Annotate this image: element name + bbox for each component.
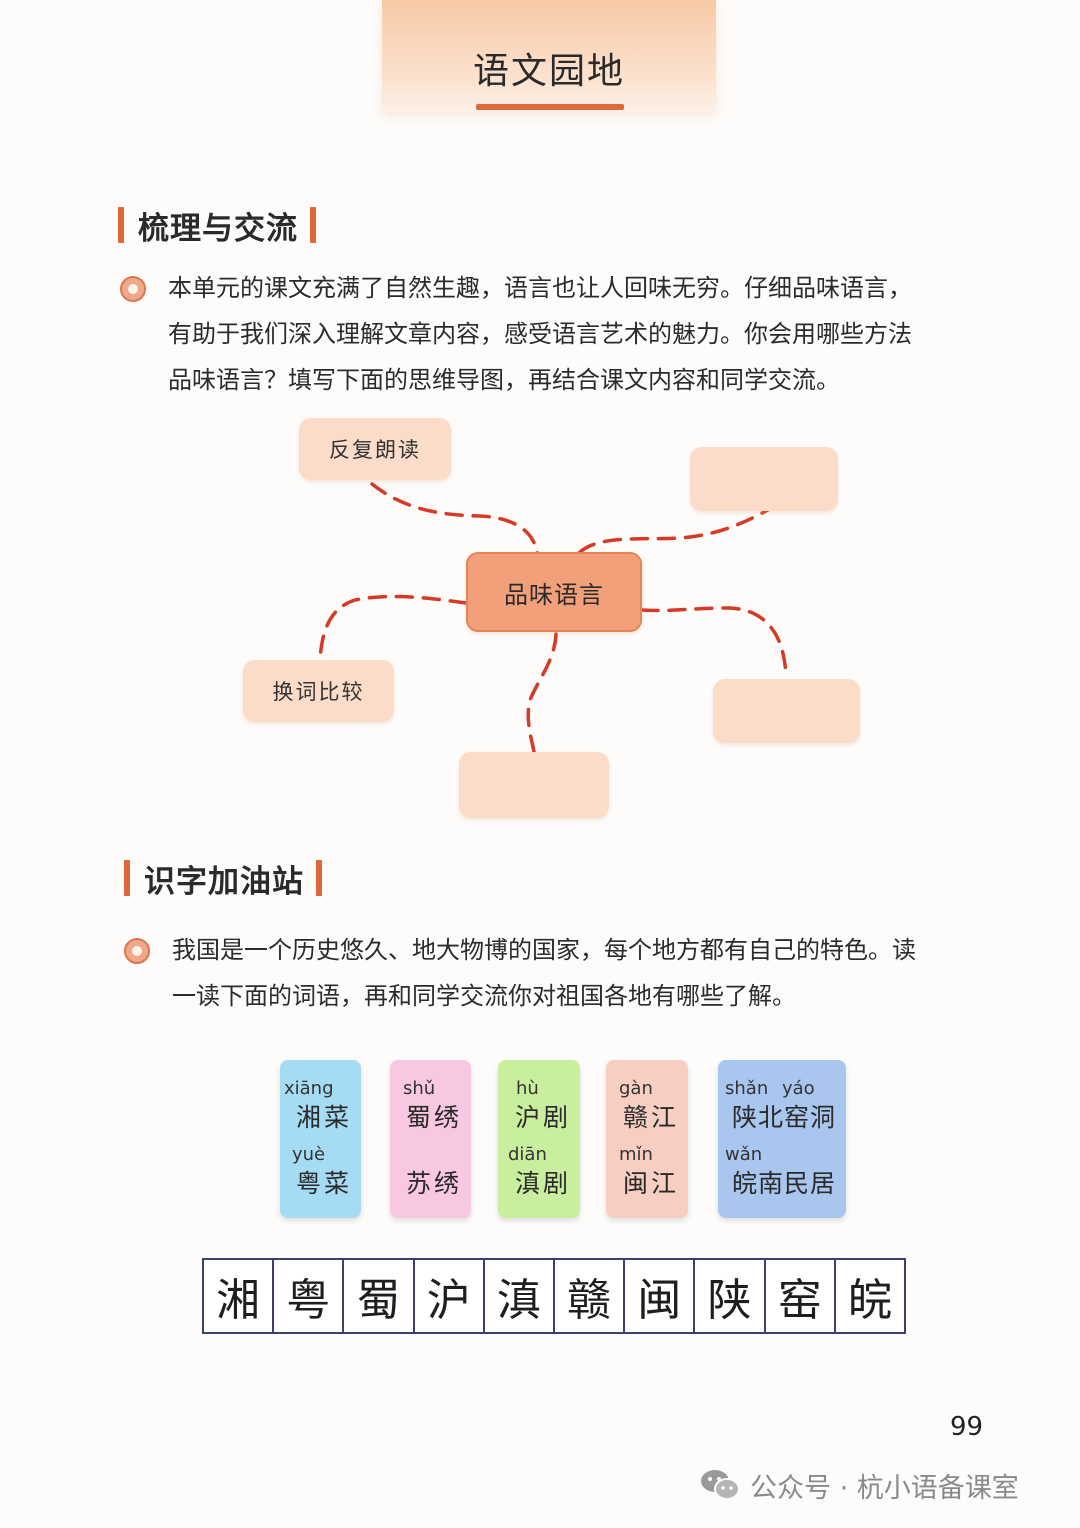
word: 蜀绣 xyxy=(406,1103,463,1132)
word: 沪剧 xyxy=(515,1103,572,1132)
word-card-xiang: xiāng 湘菜 yuè 粤菜 xyxy=(280,1060,361,1218)
title-underline xyxy=(476,104,624,110)
character-cell: 窑 xyxy=(766,1260,836,1332)
paragraph-line: 本单元的课文充满了自然生趣，语言也让人回味无穷。仔细品味语言， xyxy=(168,274,912,302)
word: 粤菜 xyxy=(296,1169,353,1198)
character-cell: 皖 xyxy=(847,1275,892,1326)
section-heading-text: 梳理与交流 xyxy=(138,210,298,247)
mindmap-node-reread: 反复朗读 xyxy=(299,418,451,480)
paragraph-line: 我国是一个历史悠久、地大物博的国家，每个地方都有自己的特色。读 xyxy=(172,936,916,964)
character-cell: 粤 xyxy=(274,1260,345,1332)
pinyin: wǎn xyxy=(725,1144,763,1165)
word-card-shan: shǎn yáo 陕北窑洞 wǎn 皖南民居 xyxy=(718,1060,846,1218)
page-title: 语文园地 xyxy=(472,51,625,92)
connector-top-left xyxy=(370,482,540,558)
mindmap-node-compare: 换词比较 xyxy=(243,660,394,722)
word: 湘菜 xyxy=(296,1103,353,1132)
section-heading-text: 识字加油站 xyxy=(144,863,304,900)
paragraph-line: 有助于我们深入理解文章内容，感受语言艺术的魅力。你会用哪些方法 xyxy=(168,320,912,348)
character-cell: 赣 xyxy=(555,1260,626,1332)
character-grid: 湘 粤 蜀 沪 滇 赣 闽 陕 窑 皖 xyxy=(202,1258,906,1334)
character-cell: 陕 xyxy=(695,1260,766,1332)
heading-bar-right xyxy=(310,207,316,243)
section-heading-literacy: 识字加油站 xyxy=(124,858,322,900)
heading-bar-left xyxy=(118,207,124,243)
word: 滇剧 xyxy=(515,1169,572,1198)
connector-bottom xyxy=(526,632,558,754)
section2-paragraph: 我国是一个历史悠久、地大物博的国家，每个地方都有自己的特色。读 一读下面的词语，… xyxy=(172,927,916,1019)
pinyin: diān xyxy=(508,1144,547,1165)
pinyin: xiāng xyxy=(284,1078,334,1099)
word: 陕北窑洞 xyxy=(732,1103,837,1132)
character-cell: 闽 xyxy=(625,1260,696,1332)
word-card-shu: shǔ 蜀绣 苏绣 xyxy=(390,1060,471,1218)
section1-paragraph: 本单元的课文充满了自然生趣，语言也让人回味无穷。仔细品味语言， 有助于我们深入理… xyxy=(168,265,912,403)
pinyin: shǔ xyxy=(403,1078,436,1099)
character-cell: 蜀 xyxy=(344,1260,415,1332)
character-cell: 湘 xyxy=(204,1260,275,1332)
pinyin: hù xyxy=(516,1078,539,1099)
pinyin: mǐn xyxy=(619,1144,653,1165)
bullet-icon xyxy=(124,938,150,964)
word: 闽江 xyxy=(623,1169,680,1198)
heading-bar-right xyxy=(316,860,322,896)
pinyin: yuè xyxy=(292,1144,326,1165)
pinyin: yáo xyxy=(782,1078,815,1099)
paragraph-line: 品味语言？填写下面的思维导图，再结合课文内容和同学交流。 xyxy=(168,366,840,394)
page-number: 99 xyxy=(950,1412,984,1442)
wechat-icon xyxy=(700,1468,740,1502)
paragraph-line: 一读下面的词语，再和同学交流你对祖国各地有哪些了解。 xyxy=(172,982,796,1010)
character-cell: 沪 xyxy=(415,1260,485,1332)
word: 苏绣 xyxy=(406,1169,463,1198)
connector-top-right xyxy=(578,508,770,554)
mindmap-node-blank xyxy=(713,679,860,743)
word: 皖南民居 xyxy=(732,1169,837,1198)
connector-left xyxy=(318,594,468,662)
watermark: 公众号 · 杭小语备课室 xyxy=(700,1462,1019,1508)
mindmap-node-blank xyxy=(459,752,609,818)
pinyin: shǎn xyxy=(725,1078,769,1099)
mindmap-center-node: 品味语言 xyxy=(466,552,642,632)
connector-right xyxy=(640,606,788,680)
watermark-text: 公众号 · 杭小语备课室 xyxy=(750,1472,1019,1504)
character-cell: 滇 xyxy=(485,1260,556,1332)
section-heading-review: 梳理与交流 xyxy=(118,205,316,247)
mindmap-node-blank xyxy=(690,447,838,511)
title-banner: 语文园地 xyxy=(382,0,716,112)
word: 赣江 xyxy=(623,1103,680,1132)
heading-bar-left xyxy=(124,860,130,896)
word-card-gan: gàn 赣江 mǐn 闽江 xyxy=(606,1060,688,1218)
word-card-hu: hù 沪剧 diān 滇剧 xyxy=(498,1060,580,1218)
bullet-icon xyxy=(120,276,146,302)
pinyin: gàn xyxy=(619,1078,653,1099)
